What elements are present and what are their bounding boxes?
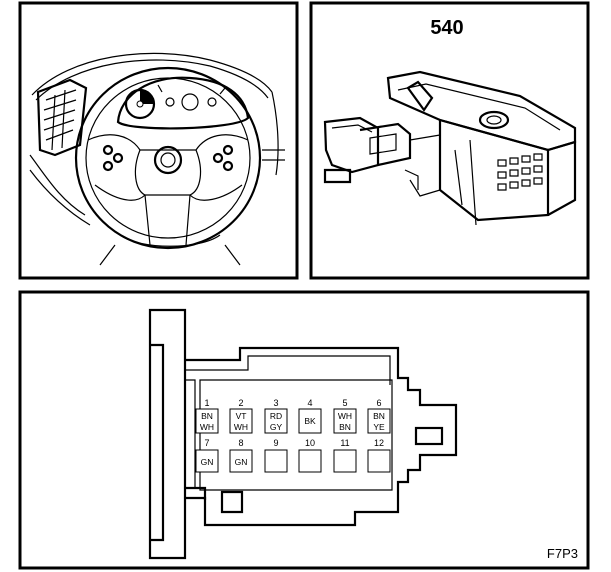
pin-number: 11 (340, 438, 349, 448)
pin-cell (367, 408, 391, 434)
pin-cell (264, 449, 288, 473)
pin-cell (264, 408, 288, 434)
pin-number: 2 (238, 398, 243, 408)
pin-cell (195, 408, 219, 434)
pin-number: 8 (238, 438, 243, 448)
pin-5: 5 WH BN (333, 398, 357, 434)
pin-number: 3 (273, 398, 278, 408)
figure-code: F7P3 (547, 546, 578, 561)
dashboard-illustration (29, 52, 285, 266)
pin-number: 4 (307, 398, 312, 408)
connector-3d-illustration (323, 70, 577, 226)
pin-number: 1 (204, 398, 209, 408)
pin-number: 7 (204, 438, 209, 448)
pin-cell (229, 449, 253, 473)
pin-color: YE (373, 422, 385, 432)
pin-color: VT (236, 411, 247, 421)
pin-color: BN (339, 422, 351, 432)
pin-cell (333, 449, 357, 473)
pin-color: BN (373, 411, 385, 421)
pin-color: BK (304, 416, 316, 426)
pin-number: 12 (374, 438, 384, 448)
connector-label: 540 (430, 17, 463, 39)
pin-color: GN (201, 457, 214, 467)
pin-cell (298, 408, 322, 434)
pin-cell (367, 449, 391, 473)
pin-4: 4 BK (298, 398, 322, 434)
pin-color: BN (201, 411, 213, 421)
pin-color: WH (338, 411, 352, 421)
pin-3: 3 RD GY (264, 398, 288, 434)
pin-2: 2 VT WH (229, 398, 253, 434)
pin-number: 10 (305, 438, 315, 448)
pin-6: 6 BN YE (367, 398, 391, 434)
pin-cell (229, 408, 253, 434)
pin-1: 1 BN WH (195, 398, 219, 434)
connector-outline (148, 308, 458, 560)
pin-color: GN (235, 457, 248, 467)
pin-12: 12 (367, 438, 391, 473)
pin-color: WH (200, 422, 214, 432)
pin-number: 6 (376, 398, 381, 408)
pin-11: 11 (333, 438, 357, 473)
pin-cell (195, 449, 219, 473)
pin-10: 10 (298, 438, 322, 473)
pin-color: WH (234, 422, 248, 432)
pin-number: 5 (342, 398, 347, 408)
pin-9: 9 (264, 438, 288, 473)
connector-3d-panel (309, 1, 590, 280)
pin-cell (298, 449, 322, 473)
pin-color: RD (270, 411, 282, 421)
pin-cell (333, 408, 357, 434)
pin-7: 7 GN (195, 438, 219, 473)
pin-8: 8 GN (229, 438, 253, 473)
pin-grid: 1 BN WH 2 VT WH 3 RD GY 4 BK 5 WH BN (195, 398, 391, 473)
pin-color: GY (270, 422, 283, 432)
dashboard-panel (18, 1, 299, 280)
pin-number: 9 (273, 438, 278, 448)
